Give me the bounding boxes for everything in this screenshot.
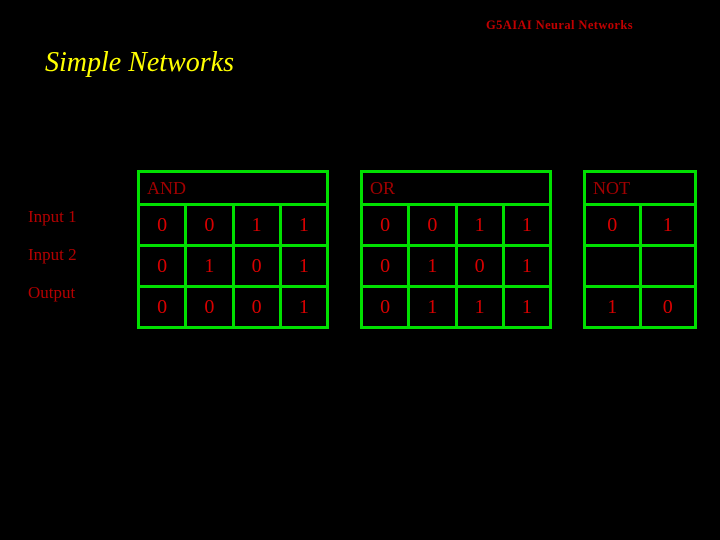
table-row: 0 0 0 1 [136, 285, 330, 329]
cell-or-r1c1: 1 [407, 244, 458, 288]
cell-and-r1c0: 0 [136, 244, 188, 288]
cell-not-r1c1 [638, 244, 697, 288]
cell-or-r0c1: 0 [407, 203, 458, 247]
cell-not-r1c0 [583, 244, 642, 288]
cell-not-r2c1: 0 [638, 285, 697, 329]
cell-and-r1c3: 1 [278, 244, 330, 288]
cell-and-r1c1: 1 [184, 244, 235, 288]
cell-and-r0c2: 1 [231, 203, 282, 247]
cell-or-r0c0: 0 [359, 203, 411, 247]
cell-and-r0c1: 0 [184, 203, 235, 247]
table-title-or: OR [360, 170, 552, 206]
cell-or-r1c0: 0 [359, 244, 411, 288]
row-label-column: Input 1 Input 2 Output [28, 198, 138, 312]
cell-or-r2c1: 1 [407, 285, 458, 329]
page-title: Simple Networks [45, 47, 234, 78]
cell-and-r1c2: 0 [231, 244, 282, 288]
table-row: 0 1 1 1 [359, 285, 553, 329]
table-row: NOT [583, 170, 697, 206]
cell-and-r2c3: 1 [278, 285, 330, 329]
table-title-and: AND [137, 170, 329, 206]
table-row [583, 244, 697, 288]
table-title-not: NOT [583, 170, 697, 206]
cell-and-r2c1: 0 [184, 285, 235, 329]
table-row: 0 1 0 1 [136, 244, 330, 288]
row-label-input-1: Input 1 [28, 207, 77, 226]
table-row: 0 0 1 1 [136, 203, 330, 247]
table-row: 0 0 1 1 [359, 203, 553, 247]
cell-or-r0c3: 1 [501, 203, 553, 247]
row-label-output: Output [28, 283, 76, 302]
cell-and-r0c0: 0 [136, 203, 188, 247]
cell-or-r1c2: 0 [454, 244, 505, 288]
table-row: 0 1 0 1 [359, 244, 553, 288]
cell-or-r2c0: 0 [359, 285, 411, 329]
table-row: 0 1 [583, 203, 697, 247]
header-title: G5AIAI Neural Networks [486, 18, 633, 32]
table-row: 1 0 [583, 285, 697, 329]
cell-or-r1c3: 1 [501, 244, 553, 288]
cell-and-r2c2: 0 [231, 285, 282, 329]
cell-not-r0c0: 0 [583, 203, 642, 247]
truth-table-and: AND 0 0 1 1 0 1 0 1 0 0 0 1 [136, 170, 330, 329]
cell-or-r2c2: 1 [454, 285, 505, 329]
cell-and-r2c0: 0 [136, 285, 188, 329]
table-row: AND [137, 170, 329, 206]
cell-not-r2c0: 1 [583, 285, 642, 329]
table-row: OR [360, 170, 552, 206]
row-label-input-2: Input 2 [28, 245, 77, 264]
cell-not-r0c1: 1 [638, 203, 697, 247]
truth-table-or: OR 0 0 1 1 0 1 0 1 0 1 1 1 [359, 170, 553, 329]
cell-and-r0c3: 1 [278, 203, 330, 247]
truth-table-not: NOT 0 1 1 0 [583, 170, 697, 329]
cell-or-r0c2: 1 [454, 203, 505, 247]
cell-or-r2c3: 1 [501, 285, 553, 329]
